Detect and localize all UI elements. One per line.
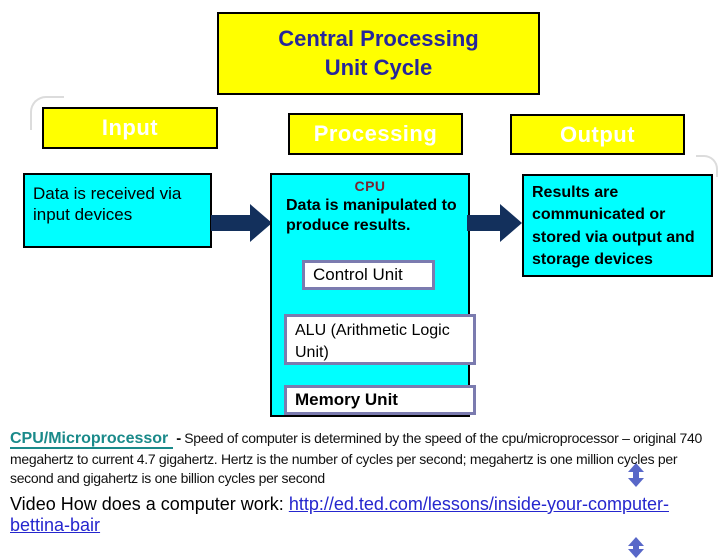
control-unit-box: Control Unit bbox=[302, 260, 435, 290]
slide-frame-corner-left bbox=[30, 96, 64, 130]
right-arrow-icon bbox=[500, 204, 522, 242]
cpu-speed-text: Speed of computer is determined by the s… bbox=[10, 430, 702, 486]
output-description-text: Results are communicated or stored via o… bbox=[532, 184, 695, 269]
processing-description-text: Data is manipulated to produce results. bbox=[286, 197, 457, 234]
video-hyperlink[interactable]: http://ed.ted.com/lessons/inside-your-co… bbox=[10, 494, 669, 536]
right-arrow-icon bbox=[211, 215, 250, 231]
alu-label: ALU (Arithmetic Logic Unit) bbox=[295, 322, 450, 361]
processing-header-label: Processing bbox=[313, 121, 438, 146]
alu-box: ALU (Arithmetic Logic Unit) bbox=[284, 314, 476, 365]
input-description-text: Data is received via input devices bbox=[33, 184, 182, 225]
slide-title: Central Processing Unit Cycle bbox=[278, 25, 479, 80]
output-header-label: Output bbox=[559, 121, 636, 147]
heading-separator: - bbox=[176, 430, 182, 447]
output-header-box: Output bbox=[510, 114, 685, 155]
double-arrow-icon bbox=[628, 537, 644, 558]
input-header-box: Input bbox=[42, 107, 218, 149]
output-description-box: Results are communicated or stored via o… bbox=[522, 174, 713, 277]
video-label: Video How does a computer work: bbox=[10, 494, 289, 514]
cpu-microprocessor-paragraph: CPU/Microprocessor-Speed of computer is … bbox=[10, 428, 710, 488]
arrow-down-icon bbox=[628, 549, 644, 558]
cpu-label: CPU bbox=[354, 178, 386, 194]
arrow-down-icon bbox=[628, 478, 644, 487]
processing-header-box: Processing bbox=[288, 113, 463, 155]
cpu-box: CPU Data is manipulated to produce resul… bbox=[270, 173, 644, 558]
video-line: Video How does a computer work: http://e… bbox=[10, 494, 690, 536]
arrow-up-icon bbox=[628, 537, 644, 546]
memory-unit-box: Memory Unit bbox=[284, 385, 476, 415]
input-header-label: Input bbox=[101, 115, 159, 140]
right-arrow-icon bbox=[250, 204, 272, 242]
memory-unit-label: Memory Unit bbox=[295, 390, 398, 409]
cpu-microprocessor-heading: CPU/Microprocessor bbox=[10, 430, 174, 449]
control-unit-label: Control Unit bbox=[313, 265, 403, 284]
input-description-box: Data is received via input devices bbox=[23, 173, 212, 248]
double-arrow-icon bbox=[628, 463, 644, 487]
arrow-up-icon bbox=[628, 463, 644, 472]
slide-frame-corner-right bbox=[696, 155, 718, 177]
right-arrow-icon bbox=[467, 215, 502, 231]
slide-title-box: Central Processing Unit Cycle bbox=[217, 12, 540, 95]
